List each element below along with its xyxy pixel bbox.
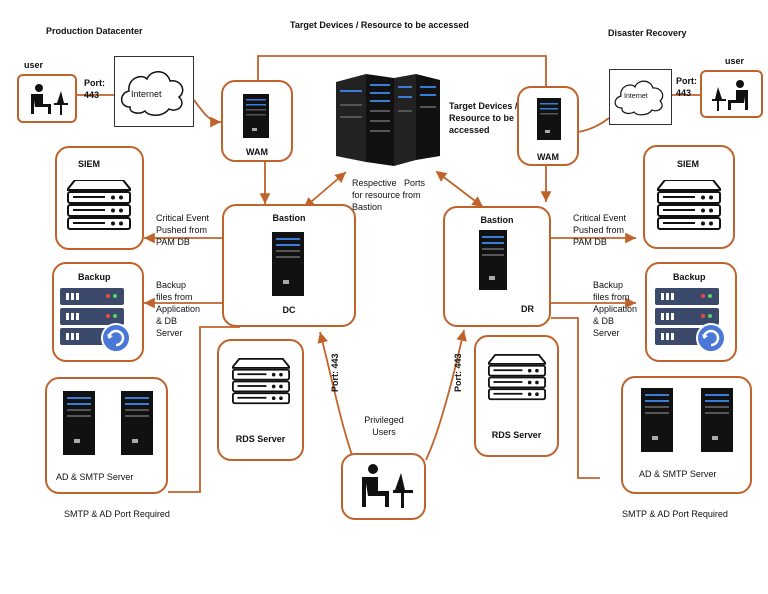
server-tower-icon [272,232,304,296]
left-internet-label: Internet [131,89,162,99]
server-tower-icon [701,388,733,452]
privileged-user-box [341,453,426,520]
server-tower-icon [121,391,153,455]
privileged-users-label: Privileged Users [364,415,404,437]
right-internet-label: Internet [624,93,648,100]
backup-server-icon [655,288,726,352]
user-at-desk-icon [362,464,413,508]
left-user-label: user [24,60,44,70]
left-dc-label: DC [282,305,296,315]
left-bastion-box: Bastion DC [222,204,356,327]
left-rds-box: RDS Server [217,339,304,461]
cloud-icon [120,71,184,116]
backup-server-icon [60,288,131,352]
left-bastion-label: Bastion [272,213,306,223]
left-siem-box: SIEM [55,146,144,250]
server-tower-icon [537,98,561,140]
cloud-icon [614,80,664,116]
right-smtp-ports-label: SMTP & AD Port Required [622,509,728,519]
right-siem-box: SIEM [643,145,735,249]
right-bastion-label: Bastion [480,215,514,225]
user-at-desk-icon [31,84,68,115]
left-user-box [17,74,77,123]
right-ad-smtp-box: AD & SMTP Server [621,376,752,494]
right-rds-label: RDS Server [491,430,542,440]
left-backup-files-label: Backup files from Application & DB Serve… [156,280,201,338]
user-at-desk-icon [712,80,748,111]
target-title: Target Devices / Resource to be accessed [290,20,469,30]
right-wam-label: WAM [537,152,559,162]
respective-ports-label: Respective Ports for resource from Basti… [352,178,426,212]
server-tower-icon [243,94,269,138]
right-port-label: Port: 443 [676,76,697,98]
server-tower-icon [63,391,95,455]
server-tower-icon [479,230,507,290]
server-stack-icon [232,358,290,405]
server-tower-icon [641,388,673,452]
left-wam-label: WAM [246,147,268,157]
left-backup-box: Backup [52,262,144,362]
production-title: Production Datacenter [46,26,143,36]
left-smtp-ports-label: SMTP & AD Port Required [64,509,170,519]
right-internet-box [609,69,672,125]
right-rds-box: RDS Server [474,335,559,457]
right-backup-label: Backup [673,272,706,282]
right-dr-label: DR [521,304,534,314]
left-critical-event-label: Critical Event Pushed from PAM DB [156,213,210,247]
left-siem-label: SIEM [78,159,101,169]
left-backup-label: Backup [78,272,111,282]
right-backup-box: Backup [645,262,737,362]
target-server-rack [336,70,440,170]
right-ad-smtp-label: AD & SMTP Server [639,469,717,479]
server-stack-icon [67,180,131,230]
right-wam-box: WAM [517,86,579,166]
server-stack-icon [488,354,546,401]
left-ad-smtp-box: AD & SMTP Server [45,377,168,494]
left-rds-label: RDS Server [235,434,286,444]
right-critical-event-label: Critical Event Pushed from PAM DB [573,213,627,247]
server-stack-icon [657,180,721,230]
left-ad-smtp-label: AD & SMTP Server [56,472,134,482]
server-rack-icon [336,74,440,166]
right-siem-label: SIEM [677,159,700,169]
right-bastion-box: Bastion DR [443,206,551,327]
port-443-left-label: Port: 443 [330,353,340,392]
right-target-devices-label: Target Devices / Resource to be accessed [449,101,517,135]
right-backup-files-label: Backup files from Application & DB Serve… [593,280,638,338]
left-internet-box [114,56,194,127]
left-wam-box: WAM [221,80,293,162]
port-443-right-label: Port: 443 [453,353,463,392]
disaster-title: Disaster Recovery [608,28,687,38]
right-user-box [700,70,763,118]
left-port-label: Port: 443 [84,78,105,100]
right-user-label: user [725,56,745,66]
